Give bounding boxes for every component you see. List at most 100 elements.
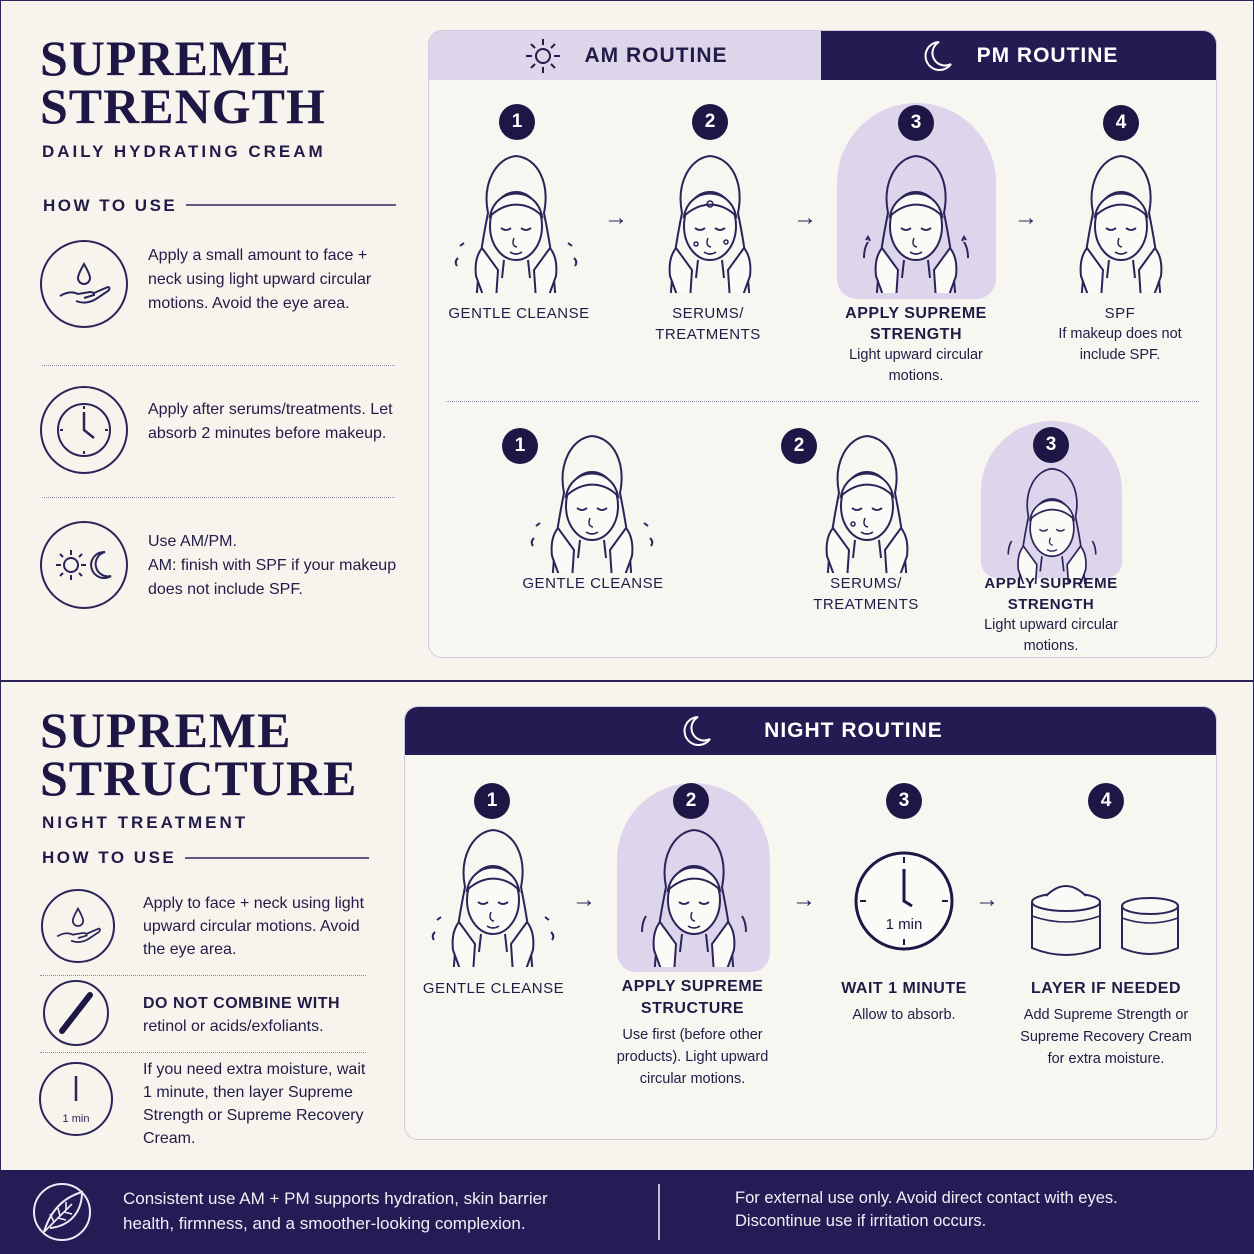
tab-pm-label: PM ROUTINE (976, 43, 1119, 67)
face-apply-icon (641, 829, 747, 967)
caption-title: GENTLE CLEANSE (422, 980, 565, 997)
heading-rule (186, 204, 396, 206)
step-number: 3 (1033, 427, 1069, 463)
tab-night-label: NIGHT ROUTINE (764, 719, 943, 742)
caption-title: GENTLE CLEANSE (522, 575, 664, 592)
product-title-strength: SUPREME STRENGTH (40, 30, 326, 134)
tab-am-routine[interactable]: AM ROUTINE (429, 31, 821, 80)
warning-heading: DO NOT COMBINE WITH (143, 995, 341, 1012)
divider (42, 365, 395, 366)
arrow-icon: → (572, 886, 596, 913)
face-cleanse-icon (530, 435, 654, 573)
product-subtitle: NIGHT TREATMENT (42, 813, 249, 832)
product-subtitle: DAILY HYDRATING CREAM (42, 142, 326, 161)
caption-desc: Light upward circular motions. (849, 347, 983, 384)
title-line-2: STRENGTH (40, 78, 326, 134)
caption-title: APPLY SUPREME STRUCTURE (621, 978, 764, 1017)
face-spf-icon (1079, 155, 1163, 293)
caption-desc: Light upward circular motions. (984, 617, 1118, 654)
step-number: 4 (1088, 783, 1124, 819)
clock-label: 1 min (886, 916, 923, 933)
heading-rule (185, 857, 369, 859)
supreme-strength-section: SUPREME STRENGTH DAILY HYDRATING CREAM H… (0, 30, 1254, 682)
title-line-1: SUPREME (40, 702, 292, 758)
step-number: 1 (499, 104, 535, 140)
am-pm-line: Use AM/PM. (148, 533, 237, 550)
step-text-am-pm: Use AM/PM. AM: finish with SPF if your m… (148, 530, 398, 602)
face-cleanse-icon (431, 829, 555, 967)
title-line-1: SUPREME (40, 30, 292, 86)
divider (40, 1052, 366, 1053)
arrow-icon: → (975, 886, 999, 913)
moon-icon (924, 40, 952, 71)
step-caption: GENTLE CLEANSE (440, 303, 598, 324)
step-text-apply: Apply to face + neck using light upward … (143, 895, 365, 958)
supreme-structure-section: SUPREME STRUCTURE NIGHT TREATMENT HOW TO… (0, 682, 1254, 1170)
no-combine-icon (43, 980, 109, 1046)
routine-divider (446, 401, 1199, 402)
step-text-after-serums: Apply after serums/treatments. Let absor… (148, 401, 393, 442)
step-caption: APPLY SUPREME STRUCTURE Use first (before… (615, 976, 770, 1090)
drop-hand-icon (40, 240, 128, 328)
face-apply-icon (1007, 467, 1097, 584)
caption-title: GENTLE CLEANSE (448, 305, 590, 322)
divider (42, 497, 395, 498)
timer-label: 1 min (63, 1113, 90, 1125)
face-cleanse-icon (454, 155, 578, 293)
caption-title: WAIT 1 MINUTE (841, 980, 967, 997)
step-caption: APPLY SUPREME STRENGTH Light upward circu… (980, 573, 1122, 657)
step-text-extra-moisture: If you need extra moisture, wait 1 minut… (143, 1061, 366, 1147)
step-number: 4 (1103, 105, 1139, 141)
how-to-use-heading: HOW TO USE (43, 196, 178, 215)
arrow-icon: → (1014, 204, 1038, 231)
step-caption: GENTLE CLEANSE (517, 573, 669, 594)
caption-title: SERUMS/ TREATMENTS (655, 305, 761, 343)
step-text-do-not-combine: DO NOT COMBINE WITH retinol or acids/exf… (143, 992, 373, 1038)
step-number: 2 (673, 783, 709, 819)
tab-pm-routine[interactable]: PM ROUTINE (821, 31, 1216, 80)
arrow-icon: → (604, 204, 628, 231)
night-routine-panel (404, 706, 1217, 1140)
step-caption: APPLY SUPREME STRENGTH Light upward circu… (836, 303, 996, 387)
step-caption: SPF If makeup does not include SPF. (1052, 303, 1188, 366)
step-number: 1 (474, 783, 510, 819)
tab-night-routine[interactable]: NIGHT ROUTINE (405, 707, 1216, 755)
spf-note-line: AM: finish with SPF if your makeup does … (148, 557, 397, 598)
how-to-use-heading: HOW TO USE (42, 848, 177, 867)
step-number: 1 (502, 428, 538, 464)
step-caption: GENTLE CLEANSE (422, 978, 565, 999)
moon-icon (683, 716, 711, 746)
step-number: 3 (886, 783, 922, 819)
caption-title: LAYER IF NEEDED (1030, 980, 1182, 997)
step-number: 2 (781, 428, 817, 464)
footer-benefit-text: Consistent use AM + PM supports hydratio… (123, 1189, 548, 1233)
caption-title: APPLY SUPREME STRENGTH (845, 305, 987, 343)
clock-icon: 1 min (854, 851, 954, 951)
timer-1min-icon: 1 min (39, 1062, 113, 1136)
divider (40, 975, 366, 976)
title-line-2: STRUCTURE (40, 750, 358, 806)
caption-title: SERUMS/ TREATMENTS (813, 575, 919, 613)
cream-jars-icon (1031, 885, 1179, 956)
caption-title: SPF (1104, 305, 1136, 322)
step-number: 3 (898, 105, 934, 141)
caption-title: APPLY SUPREME STRENGTH (984, 575, 1118, 613)
arrow-icon: → (792, 886, 816, 913)
step-number: 2 (692, 104, 728, 140)
face-serum-icon (825, 435, 909, 573)
caption-desc: Allow to absorb. (852, 1007, 956, 1023)
step-text-apply: Apply a small amount to face + neck usin… (148, 247, 372, 312)
arrow-icon: → (793, 204, 817, 231)
caption-desc: Use first (before other products). Light… (616, 1027, 769, 1087)
sun-icon (525, 38, 560, 73)
step-caption: SERUMS/ TREATMENTS (806, 573, 926, 615)
face-serum-icon (668, 155, 752, 293)
tab-am-label: AM ROUTINE (584, 43, 728, 67)
step-caption: WAIT 1 MINUTE Allow to absorb. (837, 978, 971, 1026)
caption-desc: If makeup does not include SPF. (1058, 326, 1182, 363)
drop-hand-icon (41, 889, 115, 963)
clock-icon (40, 386, 128, 474)
footer-divider (658, 1184, 660, 1240)
footer-bar: Consistent use AM + PM supports hydratio… (0, 1170, 1254, 1254)
